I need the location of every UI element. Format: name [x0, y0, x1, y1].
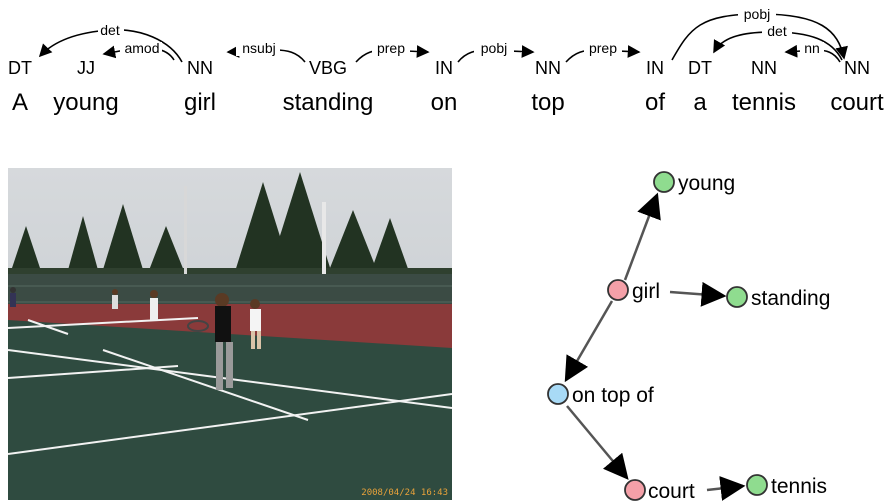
dep-label: prep: [589, 40, 617, 56]
token-word: court: [830, 89, 884, 116]
pos-tag: VBG: [309, 58, 347, 78]
graph-node-on-top-of: [547, 383, 569, 405]
dep-label: det: [767, 23, 787, 39]
token-word: tennis: [732, 89, 796, 116]
graph-node-label: standing: [751, 287, 830, 310]
graph-edge: [623, 192, 661, 281]
dep-label: pobj: [744, 6, 770, 22]
dep-label: nn: [804, 40, 820, 56]
dependency-parse: DT JJ NN VBG IN NN IN DT NN NN A young g…: [8, 6, 884, 116]
token-word: standing: [283, 89, 374, 116]
pos-tag: NN: [844, 58, 870, 78]
token-word: top: [531, 89, 564, 116]
token-word: on: [431, 89, 458, 116]
photo-drawing: [8, 168, 452, 500]
token-word: A: [12, 89, 28, 116]
graph-node-tennis: [746, 474, 768, 496]
graph-node-label: girl: [632, 280, 660, 303]
graph-edge: [566, 405, 629, 480]
graph-node-label: young: [678, 172, 735, 195]
graph-node-girl: [607, 279, 629, 301]
graph-node-label: tennis: [771, 475, 827, 498]
dep-label: pobj: [481, 40, 507, 56]
graph-node-court: [624, 479, 646, 501]
dep-label: amod: [124, 40, 159, 56]
pos-tag: DT: [688, 58, 712, 78]
graph-node-young: [653, 171, 675, 193]
graph-edge: [669, 281, 727, 307]
pos-tag: IN: [646, 58, 664, 78]
graph-node-label: on top of: [572, 384, 654, 407]
tennis-court-photo: 2008/04/24 16:43: [8, 168, 452, 500]
dep-label: nsubj: [242, 40, 275, 56]
token-word: girl: [184, 89, 216, 116]
pos-tag: JJ: [77, 58, 95, 78]
graph-edge: [706, 476, 746, 501]
graph-node-label: court: [648, 480, 695, 502]
dep-label: det: [100, 22, 120, 38]
pos-tag: NN: [751, 58, 777, 78]
photo-timestamp: 2008/04/24 16:43: [361, 488, 448, 498]
pos-tag: DT: [8, 58, 32, 78]
graph-node-standing: [726, 286, 748, 308]
token-word: a: [693, 89, 707, 116]
pos-tag: NN: [187, 58, 213, 78]
token-word: of: [645, 89, 665, 116]
pos-tag: IN: [435, 58, 453, 78]
pos-tag: NN: [535, 58, 561, 78]
graph-edge: [564, 300, 614, 383]
dep-label: prep: [377, 40, 405, 56]
token-word: young: [53, 89, 118, 116]
